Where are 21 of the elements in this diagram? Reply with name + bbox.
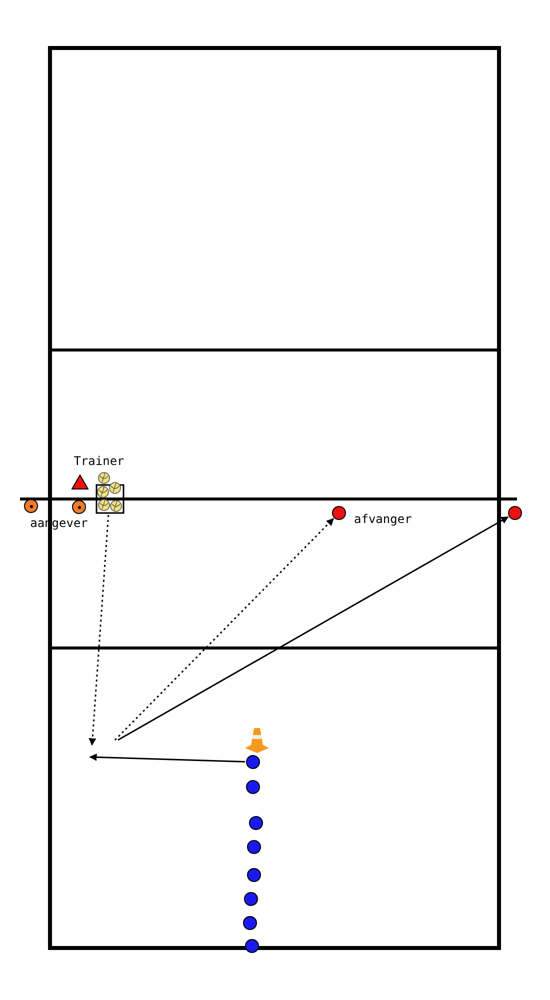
player-label: afvanger [354, 513, 412, 525]
player-marker [72, 500, 86, 514]
player-marker [247, 868, 261, 882]
player-marker [24, 499, 38, 513]
player-label: Trainer [74, 455, 124, 467]
arrow [118, 516, 509, 741]
player-marker [332, 506, 346, 520]
player-marker [249, 816, 263, 830]
player-marker [246, 755, 260, 769]
arrow [89, 753, 246, 762]
player-marker [508, 506, 522, 520]
arrow [114, 518, 334, 741]
arrow [88, 514, 110, 746]
player-marker [244, 892, 258, 906]
player-marker [247, 840, 261, 854]
trainer-triangle [71, 474, 89, 490]
player-marker [246, 780, 260, 794]
cone-icon [244, 726, 270, 754]
player-marker [243, 916, 257, 930]
player-marker [245, 939, 259, 953]
ball-basket-drawing [95, 472, 125, 514]
